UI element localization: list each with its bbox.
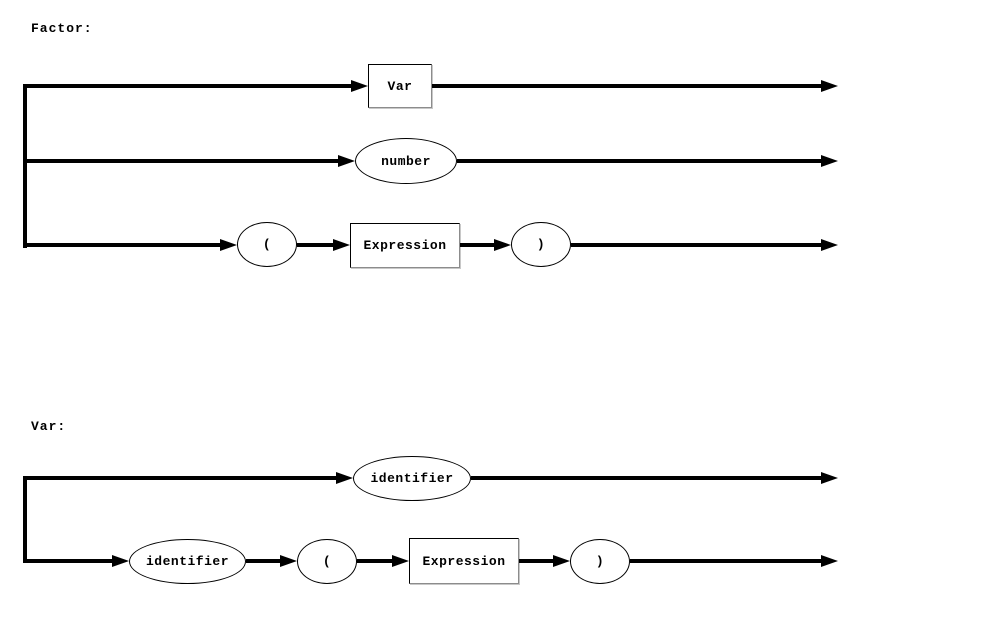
node-identifier: identifier — [129, 539, 246, 584]
branch-rail — [23, 476, 27, 563]
flow-line — [571, 243, 822, 247]
node-label: Expression — [363, 238, 447, 253]
flow-line — [23, 159, 339, 163]
node-close-paren: ) — [511, 222, 571, 267]
arrowhead-icon — [821, 555, 838, 567]
node-open-paren: ( — [297, 539, 357, 584]
flow-line — [460, 243, 495, 247]
node-label: identifier — [370, 471, 454, 486]
node-label: identifier — [145, 554, 229, 569]
node-label: ( — [262, 237, 272, 252]
node-label: number — [381, 153, 431, 169]
arrowhead-icon — [351, 80, 368, 92]
flow-line — [519, 559, 554, 563]
flow-line — [297, 243, 334, 247]
node-number: number — [355, 138, 457, 184]
node-label: ) — [595, 554, 605, 569]
section-label-var: Var: — [31, 419, 67, 434]
node-label: ( — [322, 554, 332, 569]
node-expression: Expression — [350, 223, 460, 268]
node-var: Var — [368, 64, 432, 108]
flow-line — [630, 559, 822, 563]
flow-line — [23, 243, 221, 247]
node-label: Var — [387, 78, 413, 94]
flow-line — [432, 84, 822, 88]
section-label-factor: Factor: — [31, 21, 93, 36]
arrowhead-icon — [494, 239, 511, 251]
flow-line — [471, 476, 822, 480]
node-expression: Expression — [409, 538, 519, 584]
arrowhead-icon — [220, 239, 237, 251]
branch-rail — [23, 84, 27, 248]
node-close-paren: ) — [570, 539, 630, 584]
flow-line — [23, 476, 337, 480]
arrowhead-icon — [821, 472, 838, 484]
node-identifier: identifier — [353, 456, 471, 501]
arrowhead-icon — [821, 239, 838, 251]
arrowhead-icon — [336, 472, 353, 484]
flow-line — [357, 559, 393, 563]
arrowhead-icon — [280, 555, 297, 567]
arrowhead-icon — [333, 239, 350, 251]
flow-line — [23, 559, 113, 563]
arrowhead-icon — [338, 155, 355, 167]
flow-line — [246, 559, 281, 563]
arrowhead-icon — [821, 155, 838, 167]
arrowhead-icon — [112, 555, 129, 567]
arrowhead-icon — [392, 555, 409, 567]
flow-line — [23, 84, 352, 88]
node-label: ) — [536, 237, 546, 252]
arrowhead-icon — [821, 80, 838, 92]
flow-line — [457, 159, 822, 163]
arrowhead-icon — [553, 555, 570, 567]
node-label: Expression — [422, 553, 506, 569]
node-open-paren: ( — [237, 222, 297, 267]
